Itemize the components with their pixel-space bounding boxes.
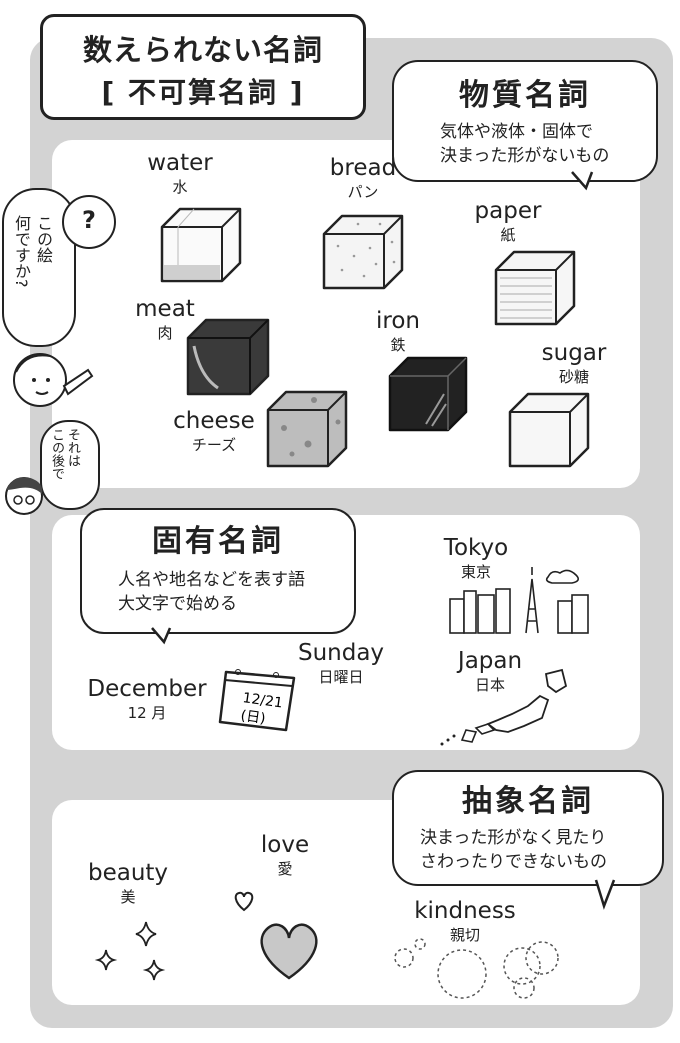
item-iron: iron 鉄 — [368, 308, 428, 355]
sparkle-icon — [94, 921, 166, 981]
item-sugar: sugar 砂糖 — [534, 340, 614, 387]
abstract-desc-1: 決まった形がなく見たり — [420, 828, 607, 848]
proper-desc-1: 人名や地名などを表す語 — [118, 570, 305, 590]
item-paper-en: paper — [474, 198, 542, 224]
item-bread-en: bread — [329, 155, 397, 181]
material-desc-1: 気体や液体・固体で — [440, 122, 593, 142]
answer-bubble — [40, 420, 100, 510]
question-mark: ? — [62, 195, 116, 249]
proper-desc-2: 大文字で始める — [118, 594, 237, 614]
heart-icon — [260, 923, 318, 980]
item-beauty: beauty 美 — [82, 860, 174, 907]
proper-heading: 固有名詞 — [152, 524, 284, 559]
item-meat: meat 肉 — [130, 296, 200, 343]
item-japan-en: Japan — [457, 648, 523, 674]
iron-cube-icon — [388, 356, 468, 432]
item-kindness: kindness 親切 — [410, 898, 520, 945]
person-face-icon — [13, 353, 94, 407]
item-meat-jp: 肉 — [157, 324, 173, 342]
item-december-jp: 12 月 — [127, 704, 167, 722]
item-december: December 12 月 — [82, 676, 212, 723]
page-subtitle: [ 不可算名詞 ] — [101, 76, 305, 109]
item-bread-jp: パン — [347, 183, 379, 201]
item-iron-en: iron — [376, 308, 420, 334]
proper-bubble-tail — [151, 627, 172, 645]
item-japan-jp: 日本 — [474, 676, 505, 694]
item-japan: Japan 日本 — [450, 648, 530, 695]
kindness-circles-icon — [394, 938, 559, 999]
item-meat-en: meat — [135, 296, 195, 322]
question-text: この絵 何ですか? — [10, 215, 54, 335]
item-sunday-jp: 日曜日 — [318, 668, 364, 686]
question-line-2: 何ですか? — [12, 215, 31, 288]
sugar-cube-icon — [508, 392, 590, 468]
item-december-en: December — [87, 676, 207, 702]
material-heading: 物質名詞 — [459, 78, 591, 113]
question-line-1: この絵 — [34, 215, 53, 263]
item-water-jp: 水 — [172, 178, 188, 196]
calendar-icon: 12/21 (日) — [218, 669, 296, 732]
material-desc-2: 決まった形がないもの — [440, 146, 610, 166]
cheese-cube-icon — [266, 390, 348, 468]
item-sugar-en: sugar — [541, 340, 607, 366]
item-love-en: love — [260, 832, 310, 858]
answer-line-2: この後で — [49, 428, 64, 480]
proper-bubble: 固有名詞 人名や地名などを表す語 大文字で始める — [80, 508, 356, 634]
item-paper-jp: 紙 — [500, 226, 516, 244]
paper-cube-icon — [494, 250, 576, 326]
item-sunday: Sunday 日曜日 — [294, 640, 388, 687]
item-tokyo-jp: 東京 — [460, 563, 491, 581]
answer-text: それは この後で — [48, 428, 80, 498]
item-sugar-jp: 砂糖 — [558, 368, 589, 386]
page-title: 数えられない名詞 — [82, 33, 323, 67]
water-cube-icon — [160, 207, 242, 283]
item-cheese-en: cheese — [173, 408, 255, 434]
answer-line-1: それは — [65, 428, 80, 467]
abstract-bubble: 抽象名詞 決まった形がなく見たり さわったりできないもの — [392, 770, 664, 886]
item-cheese: cheese チーズ — [166, 408, 262, 455]
item-bread: bread パン — [318, 155, 408, 202]
small-heart-icon — [234, 891, 254, 912]
item-kindness-jp: 親切 — [449, 926, 480, 944]
tokyo-skyline-icon — [449, 567, 589, 634]
calendar-day: (日) — [240, 708, 267, 727]
item-kindness-en: kindness — [414, 898, 516, 924]
item-beauty-en: beauty — [87, 860, 169, 886]
item-paper: paper 紙 — [468, 198, 548, 245]
item-love-jp: 愛 — [277, 860, 293, 878]
material-bubble-tail — [571, 171, 594, 191]
bread-cube-icon — [322, 214, 404, 290]
item-water: water 水 — [140, 150, 220, 197]
item-water-en: water — [147, 150, 213, 176]
item-love: love 愛 — [250, 832, 320, 879]
item-sunday-en: Sunday — [297, 640, 385, 666]
japan-map-icon — [440, 668, 568, 746]
abstract-bubble-tail — [594, 879, 616, 910]
meat-cube-icon — [186, 318, 270, 396]
item-beauty-jp: 美 — [120, 888, 136, 906]
abstract-heading: 抽象名詞 — [462, 784, 594, 819]
item-tokyo: Tokyo 東京 — [436, 535, 516, 582]
author-avatar-icon — [5, 477, 43, 515]
calendar-date: 12/21 — [242, 690, 284, 711]
item-iron-jp: 鉄 — [390, 336, 406, 354]
item-cheese-jp: チーズ — [191, 436, 237, 454]
title-box: 数えられない名詞 [ 不可算名詞 ] — [40, 14, 366, 120]
material-bubble: 物質名詞 気体や液体・固体で 決まった形がないもの — [392, 60, 658, 182]
item-tokyo-en: Tokyo — [443, 535, 509, 561]
abstract-desc-2: さわったりできないもの — [420, 852, 607, 872]
